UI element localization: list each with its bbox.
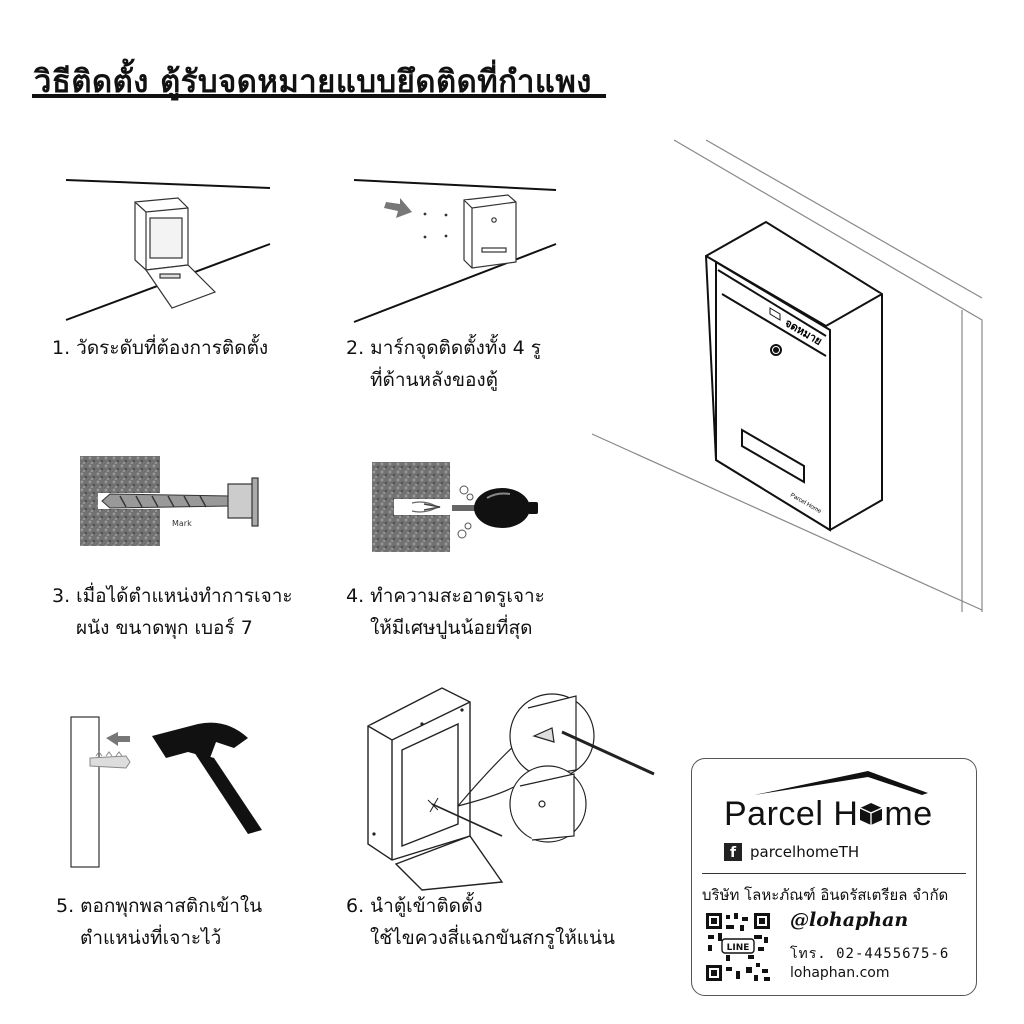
title-underline	[32, 94, 606, 98]
step6-caption: 6. นำตู้เข้าติดตั้ง ใช้ไขควงสี่แฉกขันสกร…	[346, 890, 615, 954]
step3-line1: 3. เมื่อได้ตำแหน่งทำการเจาะ	[52, 585, 293, 607]
zoom-detail-bottom	[509, 765, 587, 843]
step2-line2: ที่ด้านหลังของตู้	[370, 369, 498, 391]
step6-line1: 6. นำตู้เข้าติดตั้ง	[346, 895, 483, 917]
card-divider	[702, 873, 966, 874]
line-qr-code[interactable]: LINE	[704, 911, 772, 983]
roof-logo	[754, 771, 928, 795]
step1-caption: 1. วัดระดับที่ต้องการติดตั้ง	[52, 332, 268, 364]
facebook-handle: parcelhomeTH	[750, 843, 860, 861]
mailbox-front	[704, 220, 883, 532]
step5-line2: ตำแหน่งที่เจาะไว้	[80, 927, 222, 949]
step2-illustration	[353, 179, 557, 323]
step5-line1: 5. ตอกพุกพลาสติกเข้าใน	[56, 895, 263, 917]
facebook-row[interactable]: f parcelhomeTH	[724, 843, 859, 861]
arrow-icon	[384, 198, 412, 218]
brand-part2: me	[884, 795, 933, 833]
step2-line1: 2. มาร์กจุดติดตั้งทั้ง 4 รู	[346, 337, 542, 359]
drill-mark-label: Mark	[172, 519, 192, 528]
company-name: บริษัท โลหะภัณฑ์ อินดรัสเตรียล จำกัด	[702, 886, 949, 904]
page-title: วิธีติดตั้ง ตู้รับจดหมายแบบยึดติดที่กำแพ…	[34, 64, 592, 100]
drill-chuck	[227, 477, 259, 527]
facebook-icon: f	[724, 843, 742, 861]
drill-bit	[101, 493, 231, 509]
step4-line1: 4. ทำความสะอาดรูเจาะ	[346, 585, 545, 607]
brand-name: Parcel H me	[724, 795, 933, 834]
step6-line2: ใช้ไขควงสี่แฉกขันสกรูให้แน่น	[370, 927, 615, 949]
step1-illustration	[65, 179, 271, 321]
envelope-icon	[769, 307, 781, 321]
website-link[interactable]: lohaphan.com	[790, 965, 890, 981]
step1-line1: 1. วัดระดับที่ต้องการติดตั้ง	[52, 337, 269, 359]
brand-part1: Parcel H	[724, 795, 859, 833]
arrow-left-icon	[106, 732, 130, 746]
step6-illustration	[367, 687, 655, 891]
line-handle[interactable]: @lohaphan	[790, 909, 909, 931]
phone-number: โทร. 02-4455675-6	[790, 946, 950, 962]
step5-caption: 5. ตอกพุกพลาสติกเข้าใน ตำแหน่งที่เจาะไว้	[56, 890, 262, 954]
zoom-detail-top	[509, 693, 655, 779]
mailbox-open	[134, 197, 217, 309]
mailbox-back-open	[367, 687, 504, 891]
mailbox-closed	[463, 194, 517, 269]
step4-caption: 4. ทำความสะอาดรูเจาะ ให้มีเศษปูนน้อยที่ส…	[346, 580, 545, 644]
hammer-icon	[152, 722, 262, 834]
dust-puff	[457, 485, 474, 539]
step3-caption: 3. เมื่อได้ตำแหน่งทำการเจาะ ผนัง ขนาดพุก…	[52, 580, 293, 644]
wall-plug-icon	[89, 755, 131, 769]
step3-illustration: Mark	[80, 456, 259, 546]
mounted-mailbox-illustration: จดหมาย Parcel Home	[591, 139, 983, 612]
box-o-icon	[860, 803, 883, 825]
qr-line-label: LINE	[727, 943, 750, 953]
step2-caption: 2. มาร์กจุดติดตั้งทั้ง 4 รู ที่ด้านหลังข…	[346, 332, 541, 396]
company-card: Parcel H me f parcelhomeTH บริษัท โลหะภัณ…	[691, 758, 977, 996]
step4-illustration	[372, 462, 538, 552]
step3-line2: ผนัง ขนาดพุก เบอร์ 7	[76, 617, 253, 639]
step5-illustration	[70, 716, 262, 868]
air-blower-icon	[452, 488, 538, 528]
step4-line2: ให้มีเศษปูนน้อยที่สุด	[370, 617, 533, 639]
